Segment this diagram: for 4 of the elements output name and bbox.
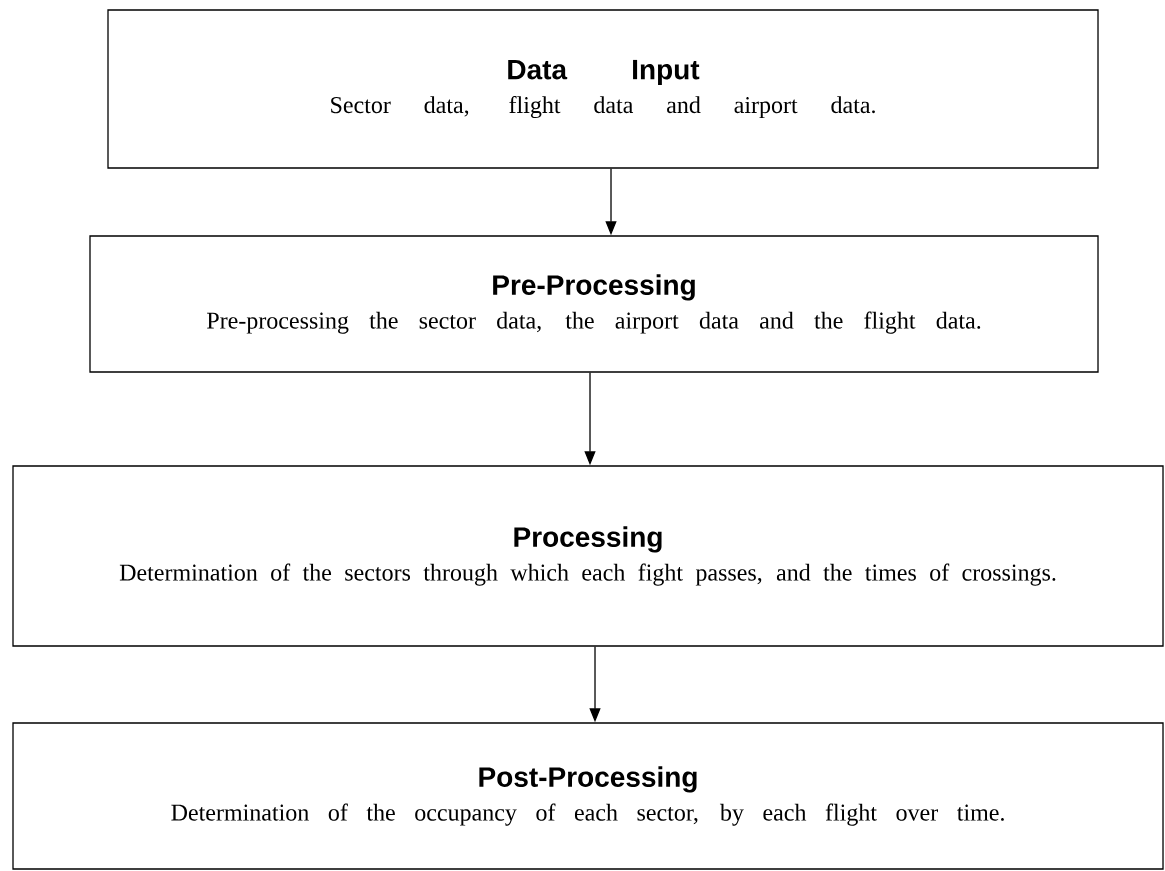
process-box: Processing Determination of the sectors through which each fight passes, and the times of crossings. (12, 465, 1164, 647)
process-box: Post-Processing Determination of the occupancy of each sector, by each flight over time. (12, 722, 1164, 870)
process-box: Pre-Processing Pre-processing the sector data, the airport data and the flight data. (89, 235, 1099, 373)
process-box: Data Input Sector data, flight data and airport data. (107, 9, 1099, 169)
